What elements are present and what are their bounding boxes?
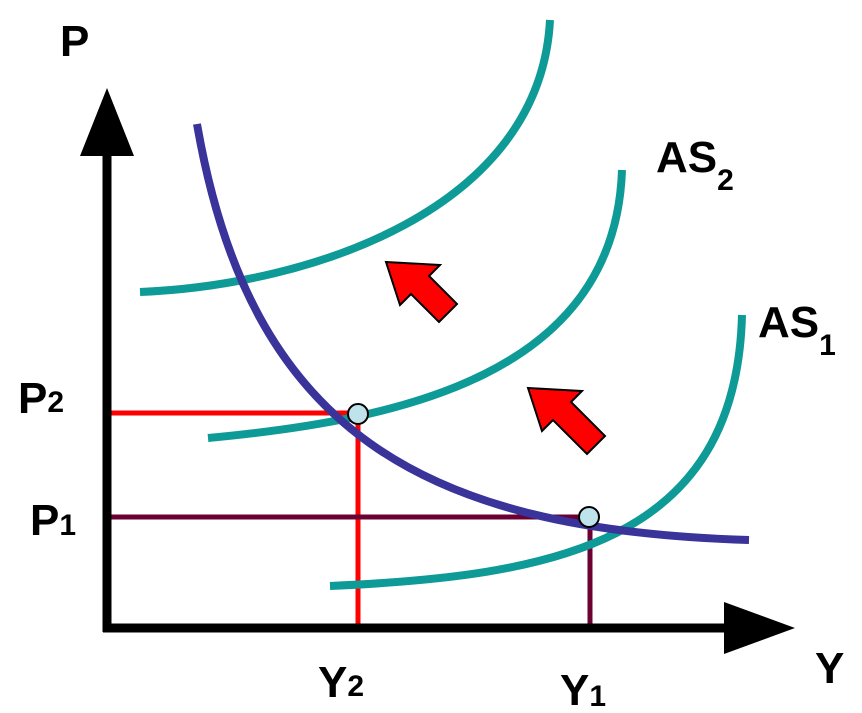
supply-curve-as2: [207, 169, 626, 442]
y1-label: Y1: [560, 666, 606, 713]
up-left-block-arrow-icon: [384, 260, 459, 324]
y-axis-label: P: [60, 17, 89, 66]
as1-label: AS1: [758, 298, 836, 362]
x-axis-arrowhead-icon: [724, 602, 795, 654]
supply-curve-as1: [329, 314, 746, 590]
as2-label: AS2: [656, 133, 734, 197]
y2-label: Y2: [318, 658, 364, 707]
supply-curve-top: [139, 19, 554, 296]
y-axis-arrowhead-icon: [80, 88, 134, 156]
equilibrium-point-2: [347, 403, 369, 425]
up-left-block-arrow-icon: [526, 386, 607, 456]
demand-curve: [193, 123, 750, 544]
p2-label: P2: [18, 374, 64, 423]
p1-label: P1: [30, 496, 76, 545]
equilibrium-point-1: [578, 506, 600, 528]
x-axis-label: Y: [815, 644, 844, 693]
